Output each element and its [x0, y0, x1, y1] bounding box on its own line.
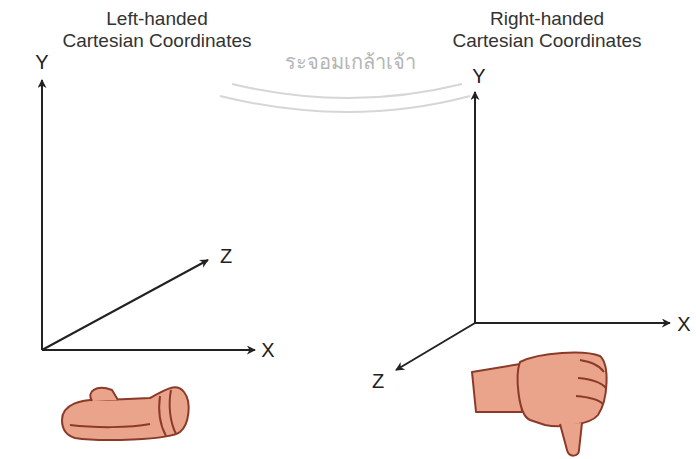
diagram-heading: Right-handed Cartesian Coordinates [452, 8, 641, 52]
watermark-text: ระจอมเกล้าเจ้า [285, 46, 416, 78]
right-handed-axes [396, 92, 670, 370]
axis-label: Y [35, 51, 48, 74]
axis-label: X [677, 313, 690, 336]
left-handed-axes [42, 80, 255, 350]
watermark-seal [220, 84, 470, 112]
axis-label: X [261, 339, 274, 362]
left-hand-illustration [62, 387, 189, 440]
diagram-heading: Left-handed Cartesian Coordinates [62, 8, 251, 52]
right-hand-illustration [472, 353, 607, 456]
axis-label: Z [220, 245, 232, 268]
axis-label: Z [372, 370, 384, 393]
axis-label: Y [472, 65, 485, 88]
